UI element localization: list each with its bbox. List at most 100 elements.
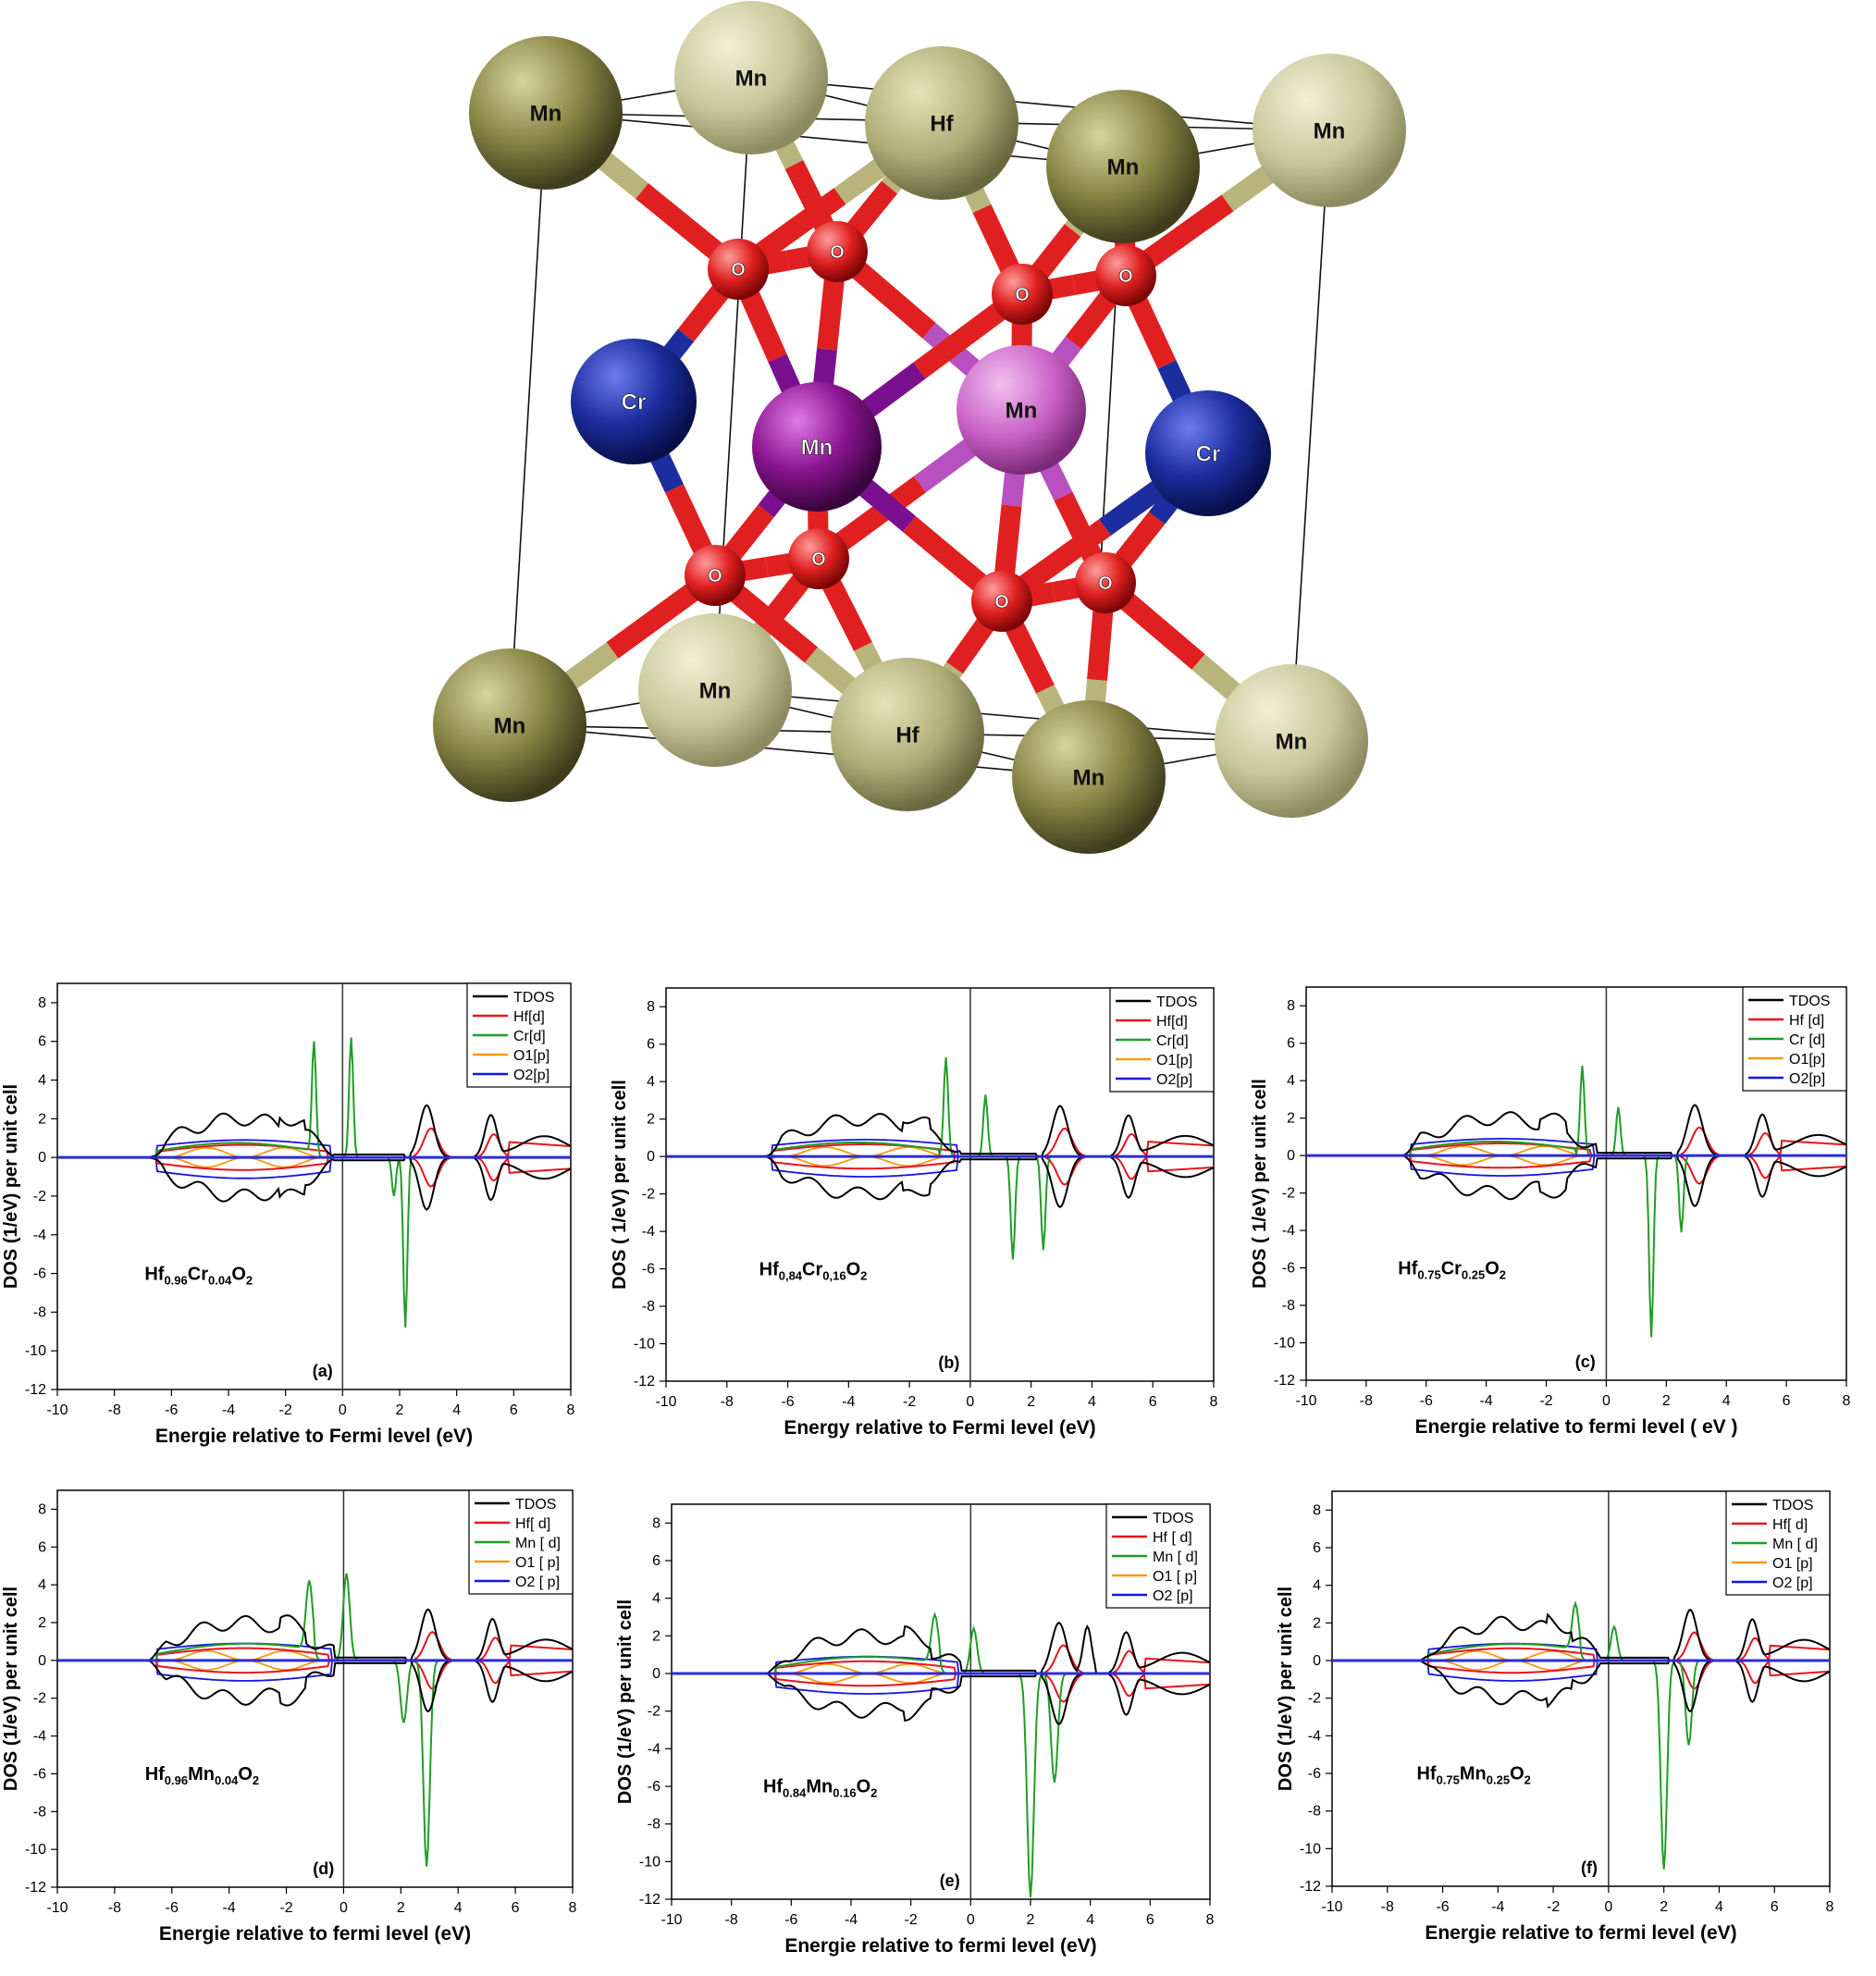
x-tick-label: 8 <box>1210 1394 1218 1410</box>
panel-id: (f) <box>1581 1859 1598 1877</box>
hf-d-down <box>57 1659 573 1690</box>
legend-label: TDOS <box>1153 1511 1193 1526</box>
legend-label: O1[p] <box>1789 1052 1825 1068</box>
compound-formula: Hf0.84Mn0.16O2 <box>763 1777 877 1800</box>
y-tick-label: -10 <box>25 1343 46 1359</box>
y-tick-label: -8 <box>1308 1804 1321 1820</box>
y-tick-label: -6 <box>648 1779 660 1795</box>
legend-label: Cr[d] <box>513 1029 546 1044</box>
x-tick-label: -2 <box>1547 1899 1560 1915</box>
formula-part: Mn <box>1460 1764 1487 1785</box>
x-tick-label: 0 <box>967 1912 975 1928</box>
atom-label: Mn <box>1107 154 1140 179</box>
x-tick-label: -8 <box>108 1900 121 1916</box>
compound-formula: Hf0.96Cr0.04O2 <box>144 1264 253 1287</box>
formula-part: 0.25 <box>1487 1773 1510 1787</box>
y-tick-label: 6 <box>1313 1540 1321 1556</box>
formula-part: O <box>846 1259 861 1279</box>
y-tick-label: -4 <box>1282 1223 1295 1239</box>
panel-id: (e) <box>940 1871 960 1890</box>
y-tick-label: -8 <box>648 1817 660 1833</box>
formula-part: O <box>857 1777 871 1797</box>
legend-label: TDOS <box>1772 1498 1813 1513</box>
x-tick-label: -4 <box>1491 1899 1504 1915</box>
y-tick-label: -12 <box>1274 1373 1295 1389</box>
atom-mn: Mn <box>957 345 1086 475</box>
atom-label: Mn <box>1073 765 1105 790</box>
x-tick-label: 0 <box>339 1402 347 1418</box>
x-tick-label: -2 <box>279 1402 292 1418</box>
y-axis-label: DOS (1/eV) per unit cell <box>1276 1587 1296 1791</box>
atom-sphere <box>992 264 1053 325</box>
y-tick-label: 2 <box>38 1111 46 1127</box>
y-tick-label: 2 <box>652 1628 660 1644</box>
tm-d-dos <box>57 1573 573 1867</box>
compound-formula: Hf0.75Mn0.25O2 <box>1416 1764 1530 1787</box>
x-tick-label: -10 <box>46 1402 68 1418</box>
x-tick-label: -4 <box>1480 1393 1493 1409</box>
atom-label: O <box>994 592 1009 612</box>
atom-sphere <box>1145 390 1271 516</box>
formula-part: 2 <box>1524 1773 1531 1787</box>
formula-part: 0.25 <box>1462 1267 1485 1281</box>
formula-part: Cr <box>802 1259 822 1279</box>
x-tick-label: -2 <box>279 1900 292 1916</box>
y-axis-label: DOS ( 1/eV) per unit cell <box>610 1080 630 1290</box>
y-axis-label: DOS (1/eV) per unit cell <box>1 1587 21 1791</box>
y-tick-label: -12 <box>639 1892 660 1908</box>
x-axis-label: Energie relative to fermi level (eV) <box>159 1923 471 1945</box>
panel-id: (c) <box>1575 1352 1596 1371</box>
formula-part: 0,16 <box>822 1268 845 1282</box>
x-tick-label: 6 <box>510 1402 518 1418</box>
hf-d-down <box>666 1155 1214 1186</box>
atom-o: O <box>807 221 868 282</box>
formula-part: Cr <box>188 1264 208 1284</box>
atom-sphere <box>638 613 792 767</box>
x-tick-label: 4 <box>1722 1393 1731 1409</box>
x-tick-label: 2 <box>1660 1899 1668 1915</box>
y-tick-label: -8 <box>33 1304 46 1320</box>
x-tick-label: 6 <box>1149 1394 1157 1410</box>
y-tick-label: -10 <box>639 1854 660 1870</box>
compound-formula: Hf0.96Mn0.04O2 <box>145 1764 259 1787</box>
x-tick-label: 4 <box>1088 1394 1096 1410</box>
atom-o: O <box>708 239 769 300</box>
atom-label: Mn <box>530 101 562 126</box>
y-tick-label: -12 <box>25 1880 46 1896</box>
formula-part: 0.96 <box>165 1773 188 1787</box>
x-tick-label: -8 <box>108 1402 121 1418</box>
legend-label: O2 [p] <box>1153 1588 1193 1604</box>
x-tick-label: 4 <box>454 1900 463 1916</box>
x-axis-label: Energie relative to fermi level (eV) <box>784 1935 1096 1957</box>
formula-part: 2 <box>870 1786 877 1800</box>
formula-part: 0.04 <box>208 1273 232 1287</box>
atom-label: Cr <box>1196 441 1221 466</box>
atom-sphere <box>807 221 868 282</box>
formula-part: Hf <box>763 1777 783 1797</box>
y-tick-label: 6 <box>652 1553 660 1569</box>
atom-sphere <box>1075 552 1136 613</box>
y-tick-label: -4 <box>33 1729 46 1745</box>
formula-part: 0.75 <box>1417 1267 1440 1281</box>
formula-part: 2 <box>860 1268 867 1282</box>
atom-label: O <box>811 550 826 570</box>
x-tick-label: 0 <box>339 1900 348 1916</box>
formula-part: Hf <box>1416 1764 1436 1785</box>
y-tick-label: 4 <box>38 1577 46 1593</box>
y-tick-label: -8 <box>1282 1298 1295 1314</box>
legend-label: Hf[d] <box>1156 1014 1188 1030</box>
atom-label: O <box>1015 285 1030 305</box>
x-tick-label: 2 <box>397 1900 405 1916</box>
x-tick-label: -10 <box>1321 1899 1342 1915</box>
legend-label: Mn [ d] <box>1772 1537 1818 1552</box>
legend-label: Hf[ d] <box>1772 1517 1808 1533</box>
atom-sphere <box>1095 245 1156 306</box>
x-tick-label: -6 <box>1420 1393 1433 1409</box>
x-tick-label: -4 <box>842 1394 855 1410</box>
legend-label: TDOS <box>1789 994 1830 1009</box>
y-tick-label: 2 <box>1287 1111 1295 1127</box>
x-tick-label: -8 <box>1360 1393 1373 1409</box>
